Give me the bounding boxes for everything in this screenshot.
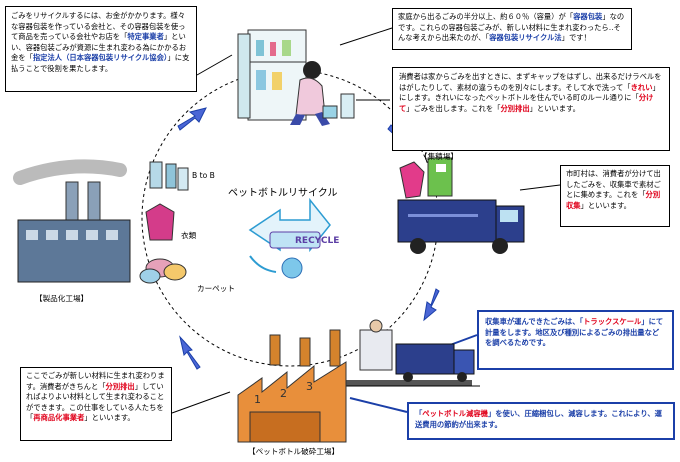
cycle-arrow-right xyxy=(423,288,440,322)
label-carpet: カーペット xyxy=(197,284,235,293)
products-illustration xyxy=(139,161,189,284)
label-clothing: 衣類 xyxy=(181,231,197,240)
pointer-municipal xyxy=(519,184,561,191)
callout-truck-scale: 収集車が運んできたごみは、「トラックスケール」にて計量をします。地区及び種別によ… xyxy=(477,310,674,370)
callout-specified-businesses: ごみをリサイクルするには、お金がかかります。様々な容器包装を作っている会社と、そ… xyxy=(5,6,197,92)
label-product-factory: 【製品化工場】 xyxy=(35,294,89,303)
collection-truck-illustration xyxy=(397,157,525,254)
callout-container-packaging-law: 家庭から出るごみの半分以上、約６０％（容量）が「容器包装」なのです。これらの容器… xyxy=(392,8,632,50)
household-illustration xyxy=(237,29,355,126)
pointer-top-left xyxy=(196,54,233,76)
label-crusher-factory: 【ペットボトル破砕工場】 xyxy=(248,447,340,456)
callout-sorted-collection: 市町村は、消費者が分けて出したごみを、収集車で素材ごとに集めます。これを「分別収… xyxy=(560,165,670,227)
svg-text:2: 2 xyxy=(280,387,287,400)
label-collection-point: 【集積場】 xyxy=(420,152,458,161)
svg-text:3: 3 xyxy=(306,380,313,393)
pointer-compactor xyxy=(349,397,408,413)
label-b-to-b: B to B xyxy=(192,171,215,180)
diagram-title: ペットボトルリサイクル xyxy=(228,188,338,199)
callout-sorted-disposal: 消費者は家からごみを出すときに、まずキャップをはずし、出来るだけラベルをはがした… xyxy=(392,67,670,151)
svg-text:1: 1 xyxy=(254,393,261,406)
product-factory-illustration xyxy=(13,159,131,283)
cycle-arrow-top-left xyxy=(177,107,207,131)
recycle-logo xyxy=(248,197,331,279)
callout-volume-reducer: 「ペットボトル減容機」を使い、圧縮梱包し、減容します。これにより、運送費用の節約… xyxy=(407,402,675,440)
pointer-bottom-left xyxy=(171,391,231,414)
crusher-factory-illustration: 1 2 3 xyxy=(237,329,347,443)
cycle-arrow-bottom-left xyxy=(179,335,201,370)
recycle-logo-text: RECYCLE xyxy=(295,236,340,246)
callout-recommercialization-businesses: ここでごみが新しい材料に生まれ変わります。消費者がきちんと「分別排出」していれば… xyxy=(20,367,172,441)
truck-scale-illustration xyxy=(340,319,480,387)
pointer-top-right xyxy=(339,27,393,46)
